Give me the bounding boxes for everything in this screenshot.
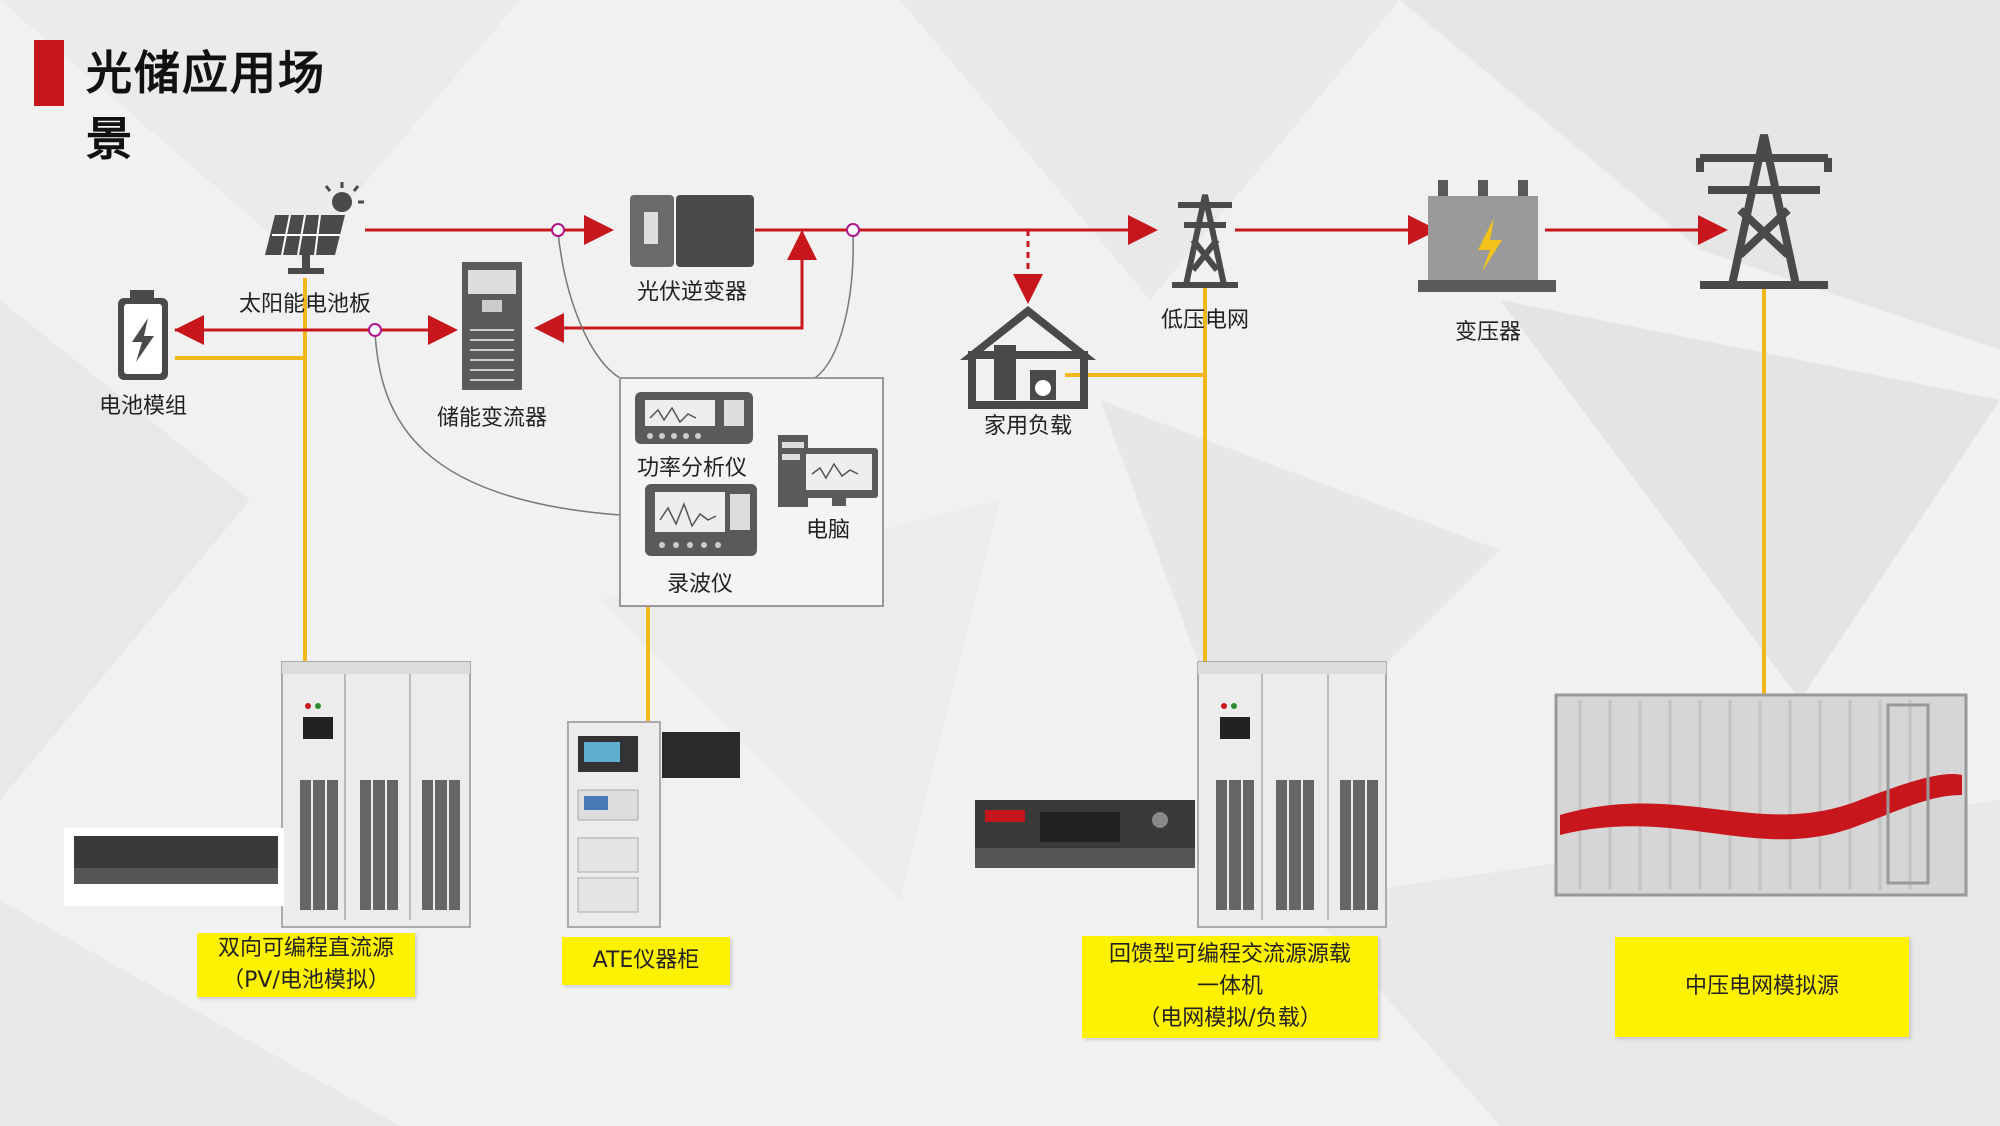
measurement-points xyxy=(368,223,860,337)
label-pcs: 储能变流器 xyxy=(436,406,547,431)
instrument-box xyxy=(619,377,884,607)
lv-tower-icon xyxy=(1172,194,1238,288)
dc-source-line2: （PV/电池模拟） xyxy=(222,968,390,993)
battery-icon xyxy=(118,290,168,380)
label-battery: 电池模组 xyxy=(98,394,187,419)
pv-inverter-icon xyxy=(630,195,754,267)
hv-tower-icon xyxy=(1696,134,1832,289)
mv-grid-line1: 中压电网模拟源 xyxy=(1684,974,1839,999)
ac-source-cabinet xyxy=(975,661,1387,928)
label-solar-panel: 太阳能电池板 xyxy=(238,292,371,317)
label-mv-grid-source: 中压电网模拟源 xyxy=(1615,937,1909,1037)
transformer-icon xyxy=(1418,180,1556,292)
label-transformer: 变压器 xyxy=(1454,320,1521,345)
yellow-links xyxy=(175,278,1766,722)
ac-source-line1: 回馈型可编程交流源源载 xyxy=(1108,942,1351,967)
label-computer: 电脑 xyxy=(805,518,850,543)
label-pv-inverter: 光伏逆变器 xyxy=(636,280,747,305)
ate-line1: ATE仪器柜 xyxy=(592,948,700,973)
title-accent-bar xyxy=(34,40,64,106)
dc-source-line1: 双向可编程直流源 xyxy=(217,936,394,961)
ac-source-line3: （电网模拟/负载） xyxy=(1138,1006,1322,1031)
measurement-curves xyxy=(374,231,854,516)
page-title: 光储应用场景 xyxy=(86,46,326,166)
home-load-icon xyxy=(960,306,1096,409)
label-power-analyzer: 功率分析仪 xyxy=(636,456,747,481)
ate-cabinet xyxy=(567,721,740,928)
pcs-cabinet-icon xyxy=(462,262,522,390)
mv-container xyxy=(1554,693,1968,897)
label-regen-ac-source: 回馈型可编程交流源源载 一体机 （电网模拟/负载） xyxy=(1082,936,1378,1038)
power-flow-arrows xyxy=(174,215,1728,345)
label-lv-grid: 低压电网 xyxy=(1160,308,1249,333)
dc-source-cabinet xyxy=(64,661,471,928)
solar-panel-icon xyxy=(265,182,364,274)
ac-source-line2: 一体机 xyxy=(1196,974,1263,999)
label-home-load: 家用负载 xyxy=(983,414,1072,439)
label-ate-cabinet: ATE仪器柜 xyxy=(562,937,730,985)
label-recorder: 录波仪 xyxy=(666,572,733,597)
label-bidirectional-dc-source: 双向可编程直流源 （PV/电池模拟） xyxy=(197,933,415,997)
